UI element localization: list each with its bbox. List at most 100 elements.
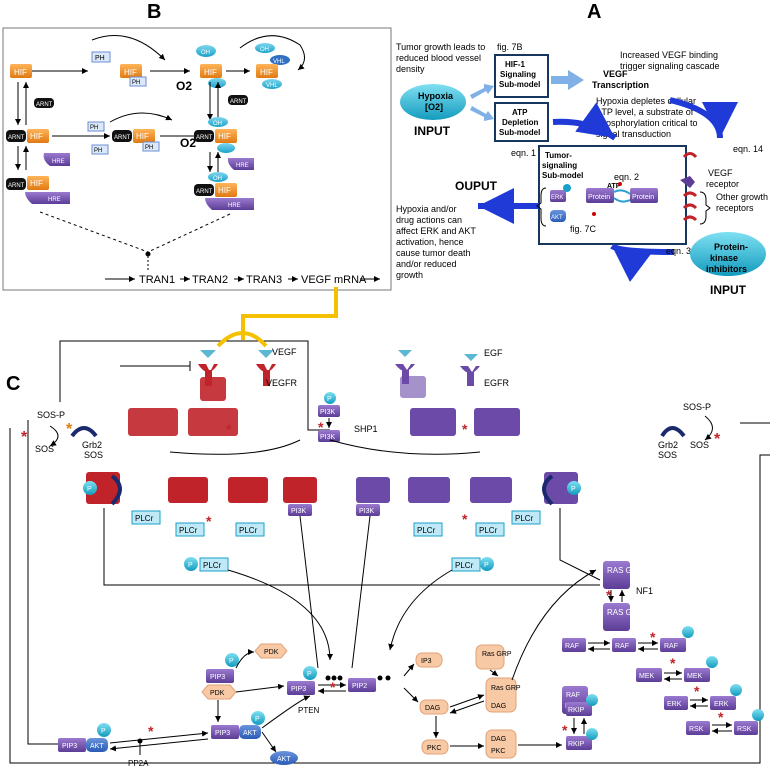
eqn2-label: eqn. 2 bbox=[614, 172, 639, 182]
hif-ph-node bbox=[120, 64, 142, 78]
pkc-label: PKC bbox=[491, 748, 505, 755]
svg-text:*: * bbox=[650, 629, 656, 645]
sos-label: SOS bbox=[35, 444, 54, 454]
oh-label: OH bbox=[201, 50, 210, 56]
egfr-label: EGFR bbox=[484, 378, 510, 388]
plcr-label: PLCr bbox=[515, 514, 534, 523]
nf1-label: NF1 bbox=[636, 586, 653, 596]
svg-text:*: * bbox=[226, 421, 232, 437]
p-label: P bbox=[484, 562, 489, 569]
svg-text:*: * bbox=[148, 723, 154, 739]
panel-a-label: A bbox=[587, 1, 601, 23]
p-label: P bbox=[327, 396, 332, 403]
pi3k-label: PI3K bbox=[320, 409, 336, 416]
ph-label: PH bbox=[145, 145, 153, 151]
hre-label: HRE bbox=[228, 203, 241, 209]
hif-label: HIF bbox=[204, 68, 217, 77]
p-label: P bbox=[101, 728, 106, 735]
ip3-label: IP3 bbox=[421, 658, 432, 665]
input-label: INPUT bbox=[710, 283, 747, 297]
ras-grp-label: Ras GRP bbox=[491, 685, 521, 692]
plcr-label: PLCr bbox=[417, 526, 436, 535]
p-label: P bbox=[571, 486, 576, 493]
arnt-label: ARNT bbox=[114, 135, 131, 141]
oh-label: OH bbox=[213, 121, 222, 127]
p-label: P bbox=[229, 658, 234, 665]
arnt-label: ARNT bbox=[8, 183, 25, 189]
svg-text:Hypoxia[O2]: Hypoxia[O2] bbox=[418, 91, 454, 112]
rkip-label: RKIP bbox=[568, 707, 585, 714]
ph-label: PH bbox=[94, 148, 102, 154]
ras-gdp-label: RAS GDP bbox=[607, 566, 643, 575]
oh-label: OH bbox=[260, 47, 269, 53]
raf-label: RAF bbox=[565, 643, 579, 650]
atp-label: ATP bbox=[607, 183, 621, 190]
plcr-label: PLCr bbox=[135, 514, 154, 523]
rkip-label: RKIP bbox=[568, 741, 585, 748]
hif-label: HIF bbox=[14, 68, 27, 77]
pi3k-label: PI3K bbox=[291, 508, 307, 515]
akt-label: AKT bbox=[90, 743, 104, 750]
vegf-mrna-label: VEGF mRNA bbox=[301, 274, 367, 286]
p-label: P bbox=[188, 562, 193, 569]
pdk-label: PDK bbox=[210, 690, 225, 697]
arnt-label: ARNT bbox=[196, 135, 213, 141]
mrna-connector bbox=[241, 287, 338, 340]
svg-text:*: * bbox=[206, 513, 212, 529]
pi3k-label: PI3K bbox=[359, 508, 375, 515]
eqn14-label: eqn. 14 bbox=[733, 144, 763, 154]
pp2a-label: PP2A bbox=[128, 759, 149, 768]
svg-text:*: * bbox=[670, 655, 676, 671]
ras-gtp-label: RAS GTP bbox=[607, 608, 642, 617]
pip2-label: PIP2 bbox=[352, 683, 367, 690]
dag-label: DAG bbox=[491, 736, 506, 743]
vhl-label: VHL bbox=[266, 83, 278, 89]
panel-c: C VEGF VEGFR EGF EGFR SOS-P SOS Grb2 SOS bbox=[6, 331, 770, 768]
fig7c-label: fig. 7C bbox=[570, 224, 597, 234]
mek-label: MEK bbox=[687, 673, 703, 680]
ph-label: PH bbox=[90, 125, 98, 131]
ph-label: PH bbox=[132, 80, 140, 86]
vegf-label: VEGF bbox=[272, 347, 297, 357]
hif-label: HIF bbox=[30, 179, 43, 188]
sos-label: SOS bbox=[658, 450, 677, 460]
svg-text:*: * bbox=[21, 429, 28, 446]
hif-label: HIF bbox=[124, 68, 137, 77]
svg-text:*: * bbox=[462, 421, 468, 437]
svg-text:*: * bbox=[66, 421, 73, 438]
fig7b-label: fig. 7B bbox=[497, 42, 523, 52]
pkc-label: PKC bbox=[427, 745, 441, 752]
egfr-dimers: * PI3K P * bbox=[356, 376, 581, 527]
panel-c-label: C bbox=[6, 373, 20, 395]
plcr-label: PLCr bbox=[239, 526, 258, 535]
ph-node bbox=[91, 51, 111, 63]
eqn3-label: eqn. 3 bbox=[666, 246, 691, 256]
pten-label: PTEN bbox=[298, 706, 320, 715]
hif-label: HIF bbox=[218, 132, 231, 141]
akt-label: AKT bbox=[551, 215, 563, 221]
vegfr-dimers: * P PI3K * bbox=[83, 377, 317, 529]
erk-label: ERK bbox=[551, 195, 563, 201]
erk-label: ERK bbox=[667, 701, 682, 708]
sos-label: SOS bbox=[84, 450, 103, 460]
raf-label: RAF bbox=[566, 692, 580, 699]
rsk-label: RSK bbox=[689, 726, 704, 733]
sos-label: SOS bbox=[690, 440, 709, 450]
grb2-label: Grb2 bbox=[82, 440, 102, 450]
input-label: INPUT bbox=[414, 124, 451, 138]
plcr-label: PLCr bbox=[179, 526, 198, 535]
hre-label: HRE bbox=[52, 159, 65, 165]
ras-grp-label: Ras GRP bbox=[482, 651, 512, 658]
plcr-label: PLCr bbox=[455, 561, 474, 570]
plcr-label: PLCr bbox=[203, 561, 222, 570]
shp1-label: SHP1 bbox=[354, 424, 378, 434]
hre-label: HRE bbox=[236, 163, 249, 169]
